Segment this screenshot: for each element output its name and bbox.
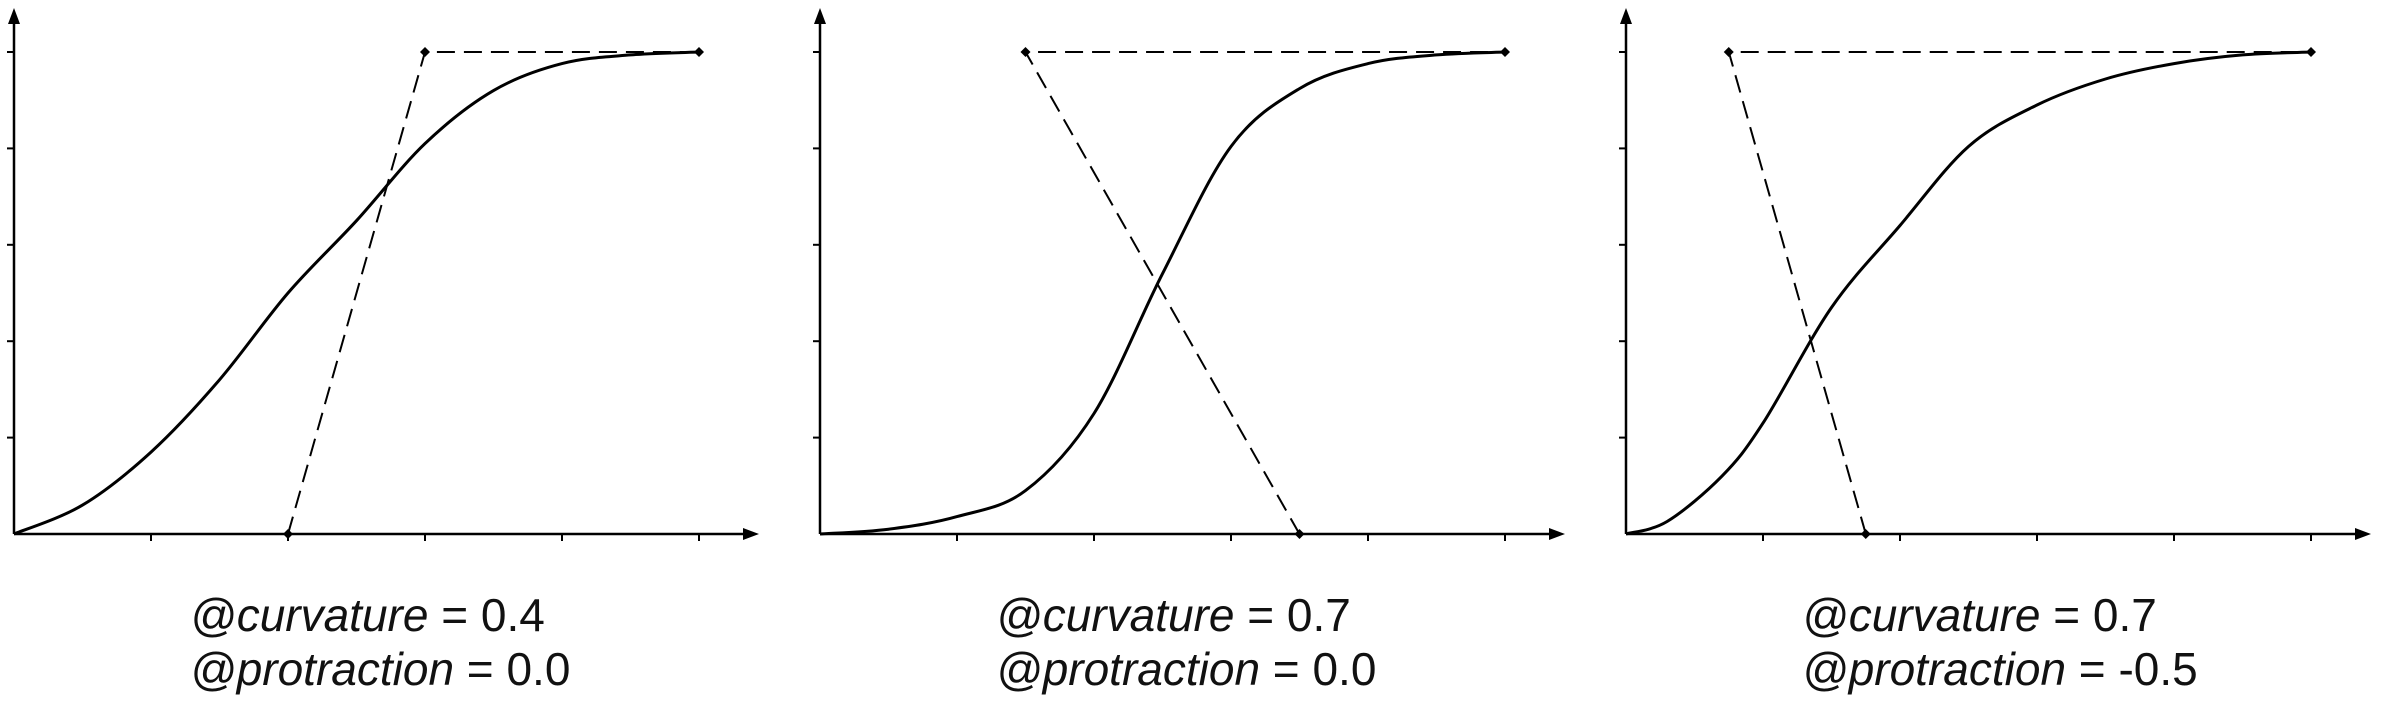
panel-1-curvature-label: @curvature <box>190 589 429 641</box>
x-axis-arrow <box>2355 528 2371 540</box>
control-point-2 <box>1723 47 1734 57</box>
response-curve <box>819 50 1506 536</box>
panel-1-caption: @curvature = 0.4 @protraction = 0.0 <box>190 588 610 696</box>
y-axis-arrow <box>1620 8 1632 24</box>
panel-3-curvature-value: = 0.7 <box>2040 589 2157 641</box>
panel-1 <box>7 8 759 541</box>
control-point-1 <box>1294 529 1305 539</box>
control-polygon <box>1023 51 1505 535</box>
control-polygon <box>287 51 699 535</box>
control-point-3 <box>2306 47 2316 57</box>
panel-2-curvature-value: = 0.7 <box>1234 589 1351 641</box>
panel-2-protraction-label: @protraction <box>996 643 1261 695</box>
response-curve <box>1625 50 2312 536</box>
y-axis-arrow <box>8 8 20 24</box>
control-point-1 <box>1860 529 1871 539</box>
response-curve <box>13 50 700 536</box>
panel-3-curvature-label: @curvature <box>1802 589 2041 641</box>
control-polygon <box>1727 51 2311 535</box>
control-point-3 <box>1500 47 1510 57</box>
panel-1-protraction-label: @protraction <box>190 643 455 695</box>
panel-3-caption: @curvature = 0.7 @protraction = -0.5 <box>1802 588 2222 696</box>
control-point-3 <box>694 47 704 57</box>
panel-2-caption: @curvature = 0.7 @protraction = 0.0 <box>996 588 1416 696</box>
control-point-2 <box>1020 47 1031 57</box>
panel-2 <box>813 8 1565 541</box>
control-point-2 <box>420 47 430 57</box>
panel-1-curvature-value: = 0.4 <box>428 589 545 641</box>
x-axis-arrow <box>1549 528 1565 540</box>
panel-1-protraction-value: = 0.0 <box>454 643 571 695</box>
panel-3 <box>1619 8 2371 541</box>
control-point-1 <box>283 529 293 539</box>
y-axis-arrow <box>814 8 826 24</box>
panel-3-protraction-value: = -0.5 <box>2066 643 2198 695</box>
panel-3-protraction-label: @protraction <box>1802 643 2067 695</box>
panel-2-protraction-value: = 0.0 <box>1260 643 1377 695</box>
panel-2-curvature-label: @curvature <box>996 589 1235 641</box>
x-axis-arrow <box>743 528 759 540</box>
